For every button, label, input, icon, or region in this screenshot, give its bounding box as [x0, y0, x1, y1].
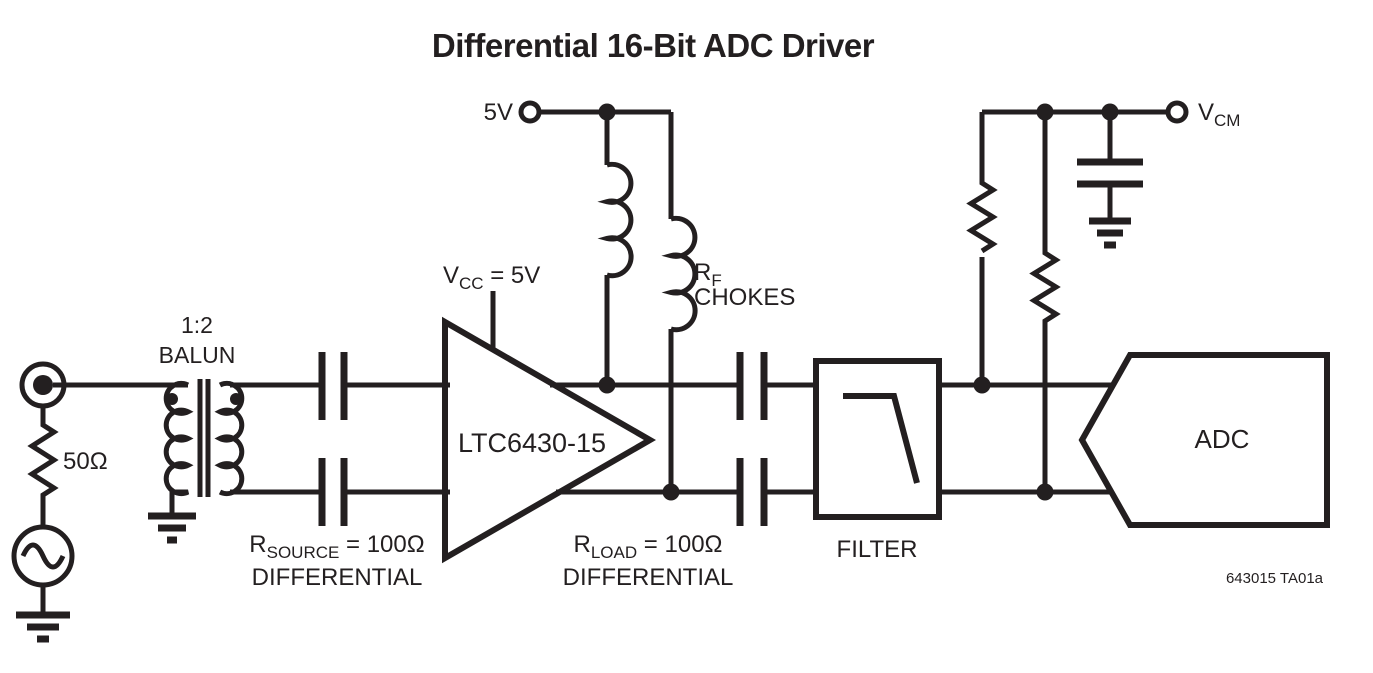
capacitor-icon-output-bottom [736, 458, 768, 526]
resistor-icon-vcm-middle [1029, 112, 1061, 492]
rload-annotation: RLOAD = 100Ω DIFFERENTIAL [563, 531, 734, 591]
rload-label: RLOAD = 100Ω [574, 531, 723, 562]
adc-label: ADC [1195, 424, 1250, 454]
capacitor-icon-output-top [736, 352, 768, 420]
ground-icon-vcm [1089, 217, 1131, 249]
lowpass-response-icon [843, 393, 920, 484]
inductor-icon-choke-right [661, 215, 698, 492]
junction-dot [1036, 103, 1054, 121]
rsource-annotation: RSOURCE = 100Ω DIFFERENTIAL [249, 531, 424, 591]
adc-block: ADC [1078, 352, 1330, 528]
ac-source [11, 524, 75, 643]
balun-transformer: 1:2 BALUN [148, 312, 245, 544]
amplifier-ltc6430: LTC6430-15 VCC = 5V [442, 262, 657, 564]
junction-dot [662, 483, 680, 501]
rload-differential-label: DIFFERENTIAL [563, 564, 734, 591]
junction-dot [1036, 483, 1054, 501]
rf-chokes-label-line1: RF [694, 259, 722, 290]
vcm-network: VCM [966, 99, 1240, 501]
junction-dot [598, 376, 616, 394]
coax-port-center-dot [33, 375, 53, 395]
source-resistor-50ohm: 50Ω [27, 406, 108, 527]
page-title: Differential 16-Bit ADC Driver [432, 27, 875, 64]
balun-label: BALUN [159, 342, 236, 368]
ground-icon-source [16, 611, 70, 643]
balun-phase-dot-primary [166, 393, 178, 405]
filter-box [813, 358, 942, 520]
resistor-icon-vcm-left [966, 112, 998, 385]
vcc-label: VCC = 5V [443, 262, 540, 293]
figure-number: 643015 TA01a [1226, 570, 1324, 587]
balun-ratio-label: 1:2 [181, 312, 213, 338]
vcm-label: VCM [1198, 99, 1240, 130]
sine-wave-icon [20, 542, 66, 570]
filter-label: FILTER [837, 536, 918, 563]
ground-icon-balun [148, 512, 196, 544]
filter-block: FILTER [813, 358, 942, 563]
balun-phase-dot-secondary [230, 393, 242, 405]
capacitor-icon-vcm [1077, 158, 1143, 188]
terminal-icon-vcm [1165, 100, 1189, 124]
resistor-zigzag-icon [27, 406, 59, 527]
source-resistor-label: 50Ω [63, 448, 108, 475]
terminal-icon-5v [518, 100, 542, 124]
balun-secondary-winding-icon [214, 380, 245, 497]
supply-5v: 5V RF CHOKES [484, 99, 795, 492]
amplifier-triangle-icon [442, 316, 657, 564]
capacitor-icon-input-top [318, 352, 348, 420]
inductor-icon-choke-left [597, 112, 634, 385]
adc-shape [1078, 352, 1330, 528]
rsource-label: RSOURCE = 100Ω [249, 531, 424, 562]
amplifier-part-label: LTC6430-15 [458, 428, 606, 458]
balun-core-icon [197, 379, 211, 497]
capacitor-icon-input-bottom [318, 458, 348, 526]
supply-5v-label: 5V [484, 99, 513, 126]
junction-dot [973, 376, 991, 394]
balun-primary-winding-icon [163, 380, 194, 513]
rsource-differential-label: DIFFERENTIAL [252, 564, 423, 591]
rf-chokes-label-line2: CHOKES [694, 284, 795, 311]
